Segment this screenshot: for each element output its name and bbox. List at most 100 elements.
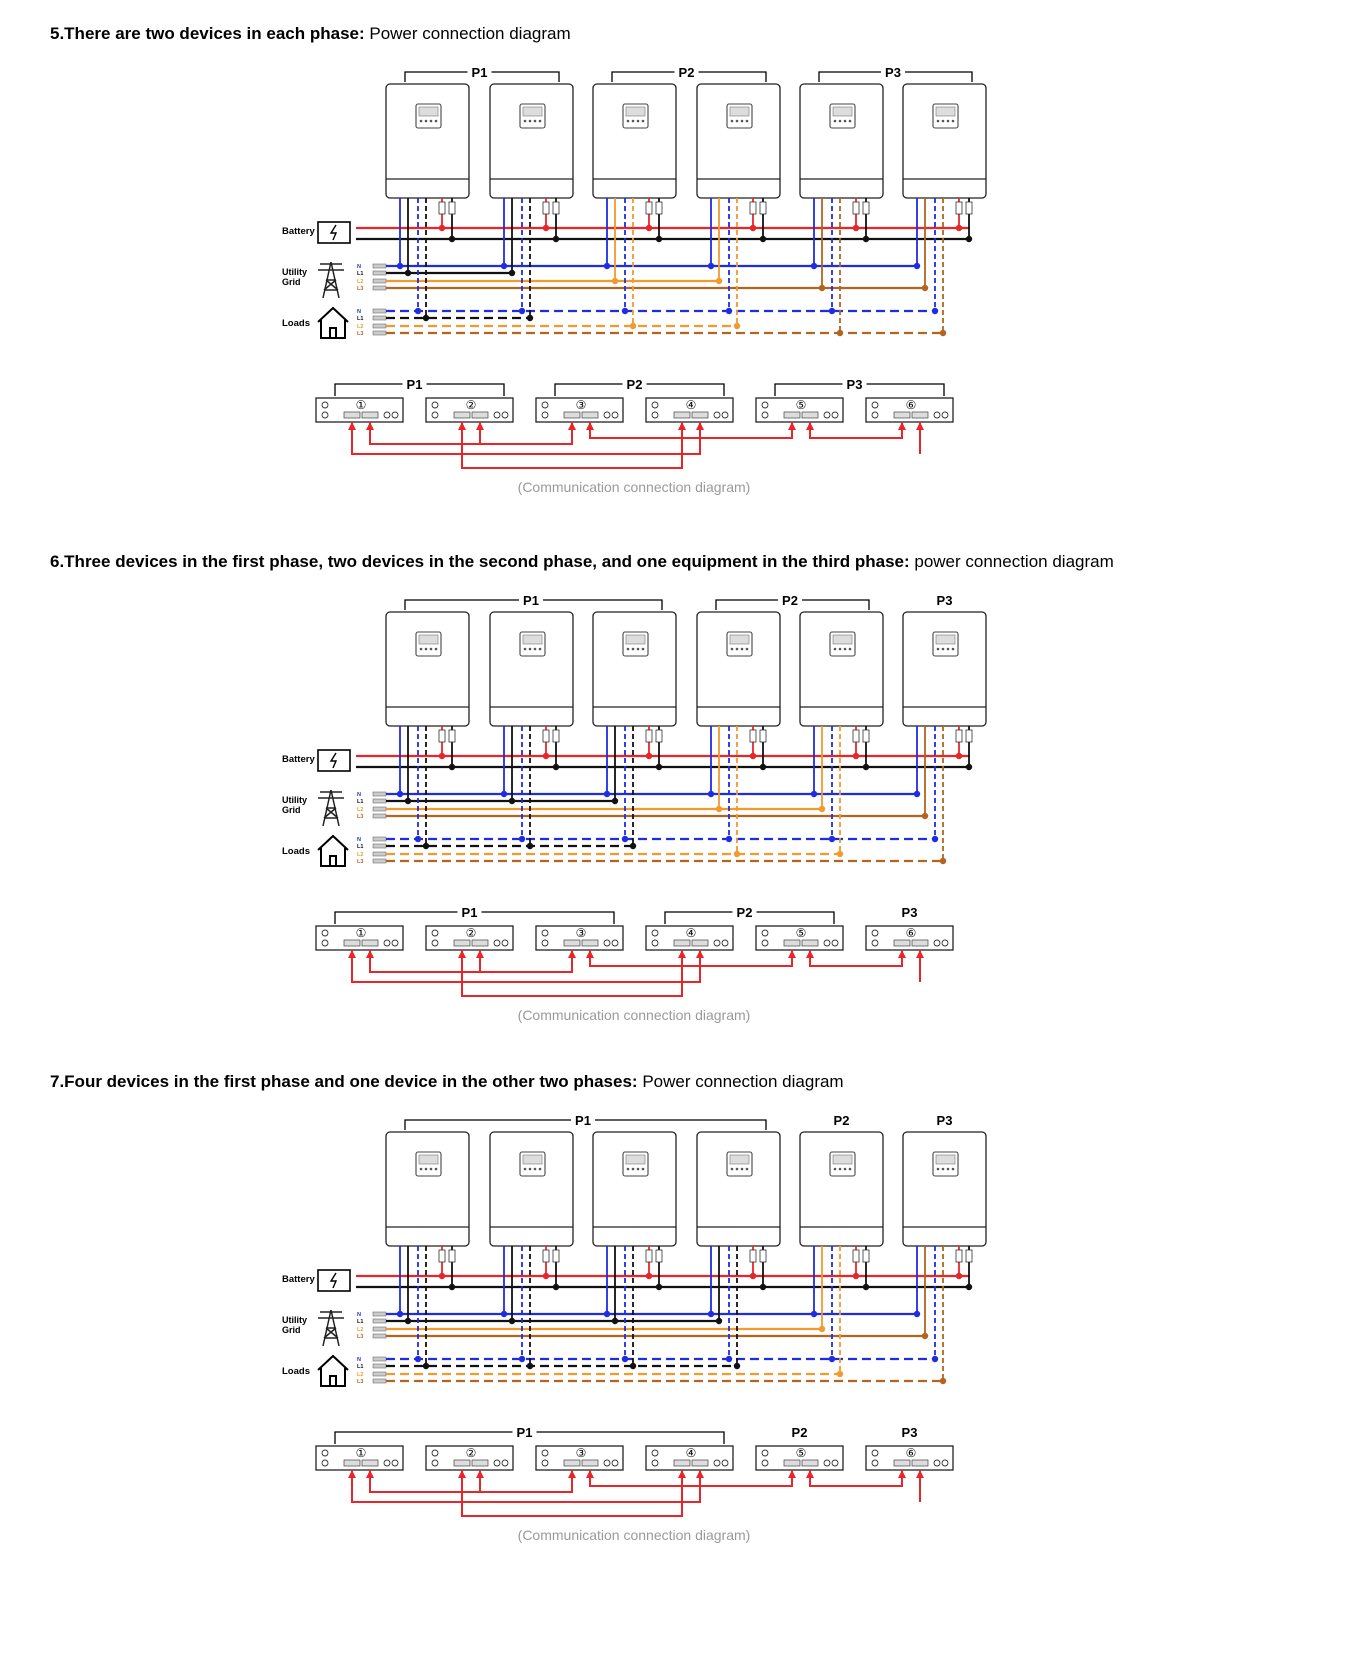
- section-6-title: 6.Three devices in the first phase, two …: [50, 552, 1114, 572]
- cable-arrow-icon: [366, 1470, 374, 1478]
- panel-indicator-icon: [713, 939, 721, 947]
- inverter-screen: [935, 106, 956, 117]
- junction-dot: [629, 842, 637, 850]
- junction-dot: [621, 835, 629, 843]
- inverter-unit: [592, 1131, 677, 1247]
- comm-phase-bracket: [334, 1431, 513, 1444]
- comm-cable: [809, 1470, 903, 1487]
- junction-dot: [414, 1355, 422, 1363]
- panel-indicator-icon: [431, 401, 439, 409]
- inverter-unit: [696, 611, 781, 727]
- phase-bracket: [404, 599, 519, 610]
- junction-dot: [818, 805, 826, 813]
- inverter-screen: [418, 106, 439, 117]
- cable-arrow-icon: [348, 422, 356, 430]
- comm-port-icon: [471, 1459, 489, 1467]
- phase-bracket: [905, 71, 973, 82]
- terminal-block: [372, 1371, 387, 1377]
- inverter-key: [538, 647, 542, 651]
- lightning-icon: [329, 224, 338, 241]
- panel-indicator-icon: [383, 1459, 391, 1467]
- inverter-key: [533, 119, 537, 123]
- junction-dot: [715, 277, 723, 285]
- junction-dot: [621, 307, 629, 315]
- section-5-title: 5.There are two devices in each phase: P…: [50, 24, 571, 44]
- panel-indicator-icon: [831, 1459, 839, 1467]
- panel-indicator-icon: [501, 939, 509, 947]
- inverter-key: [946, 119, 950, 123]
- phase-bracket: [611, 71, 675, 82]
- inverter-screen: [935, 1154, 956, 1165]
- comm-phase-bracket: [334, 911, 458, 924]
- comm-cable: [809, 950, 903, 967]
- inverter-key: [528, 1167, 532, 1171]
- junction-dot: [707, 790, 715, 798]
- inverter-key: [740, 119, 744, 123]
- inverter-key: [631, 1167, 635, 1171]
- terminal-block: [372, 1326, 387, 1332]
- junction-dot: [828, 307, 836, 315]
- panel-indicator-icon: [321, 1449, 329, 1457]
- panel-indicator-icon: [823, 939, 831, 947]
- panel-indicator-icon: [321, 939, 329, 947]
- comm-phase-bracket: [774, 383, 843, 396]
- junction-dot: [603, 1310, 611, 1318]
- junction-dot: [931, 307, 939, 315]
- grid-label: Grid: [282, 805, 301, 815]
- battery-fuse-icon: [749, 1249, 757, 1263]
- battery-fuse-icon: [438, 1249, 446, 1263]
- cable-arrow-icon: [696, 1470, 704, 1478]
- comm-port-icon: [361, 939, 379, 947]
- terminal-block: [372, 836, 387, 842]
- device-number: ③: [576, 1446, 587, 1460]
- panel-indicator-icon: [321, 929, 329, 937]
- house-icon: [317, 306, 349, 339]
- panel-indicator-icon: [721, 1459, 729, 1467]
- junction-dot: [733, 850, 741, 858]
- battery-fuse-icon: [655, 729, 663, 743]
- comm-port-icon: [783, 1459, 801, 1467]
- panel-indicator-icon: [493, 1459, 501, 1467]
- panel-indicator-icon: [761, 401, 769, 409]
- junction-dot: [645, 752, 653, 760]
- terminal-label: L1: [357, 799, 363, 805]
- terminal-block: [372, 1363, 387, 1369]
- inverter-key: [528, 647, 532, 651]
- comm-port-icon: [911, 939, 929, 947]
- cable-arrow-icon: [678, 950, 686, 958]
- comm-port-icon: [361, 1459, 379, 1467]
- comm-port-icon: [893, 411, 911, 419]
- phase-label: P1: [472, 65, 488, 80]
- device-number: ②: [466, 926, 477, 940]
- junction-dot: [414, 835, 422, 843]
- diagram-caption: (Communication connection diagram): [518, 1007, 751, 1023]
- phase-bracket: [491, 71, 560, 82]
- panel-indicator-icon: [431, 929, 439, 937]
- panel-indicator-icon: [611, 939, 619, 947]
- inverter-key: [951, 119, 955, 123]
- section-7-title: 7.Four devices in the first phase and on…: [50, 1072, 844, 1092]
- comm-port-icon: [563, 1459, 581, 1467]
- comm-port-icon: [691, 411, 709, 419]
- phase-label: P2: [782, 593, 798, 608]
- terminal-block: [372, 1356, 387, 1362]
- junction-dot: [508, 269, 516, 277]
- loads-label: Loads: [282, 1366, 310, 1377]
- comm-phase-label: P1: [407, 377, 423, 392]
- cable-arrow-icon: [586, 1470, 594, 1478]
- inverter-key: [424, 119, 428, 123]
- battery-fuse-icon: [438, 201, 446, 215]
- junction-dot: [955, 224, 963, 232]
- junction-dot: [921, 284, 929, 292]
- junction-dot: [965, 235, 973, 243]
- junction-dot: [508, 797, 516, 805]
- terminal-block: [372, 798, 387, 804]
- inverter-unit: [385, 1131, 470, 1247]
- junction-dot: [921, 812, 929, 820]
- comm-port-icon: [893, 1459, 911, 1467]
- panel-indicator-icon: [761, 1449, 769, 1457]
- junction-dot: [759, 1283, 767, 1291]
- terminal-label: L1: [357, 1319, 363, 1325]
- junction-dot: [965, 1283, 973, 1291]
- panel-indicator-icon: [501, 411, 509, 419]
